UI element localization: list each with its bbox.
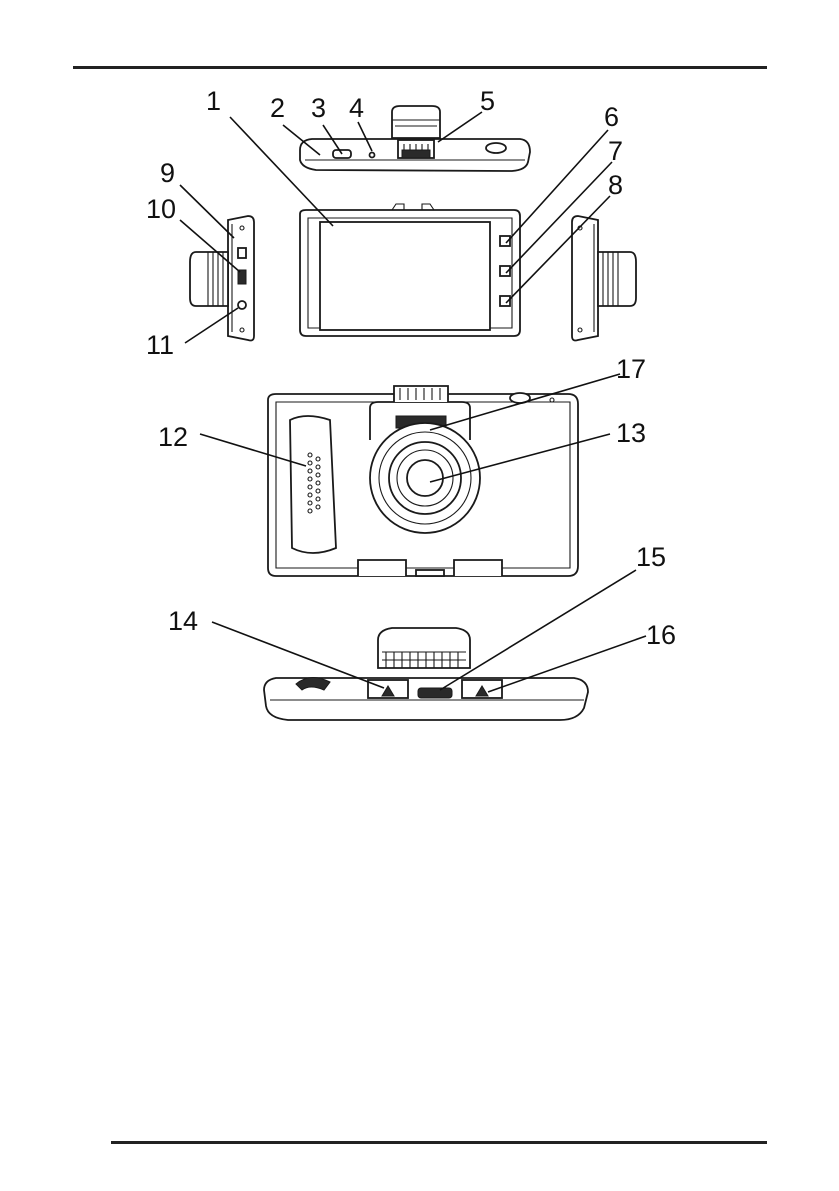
callout-4: 4 — [349, 93, 364, 123]
callout-15: 15 — [636, 542, 666, 572]
callout-9: 9 — [160, 158, 175, 188]
rear-view — [268, 386, 578, 576]
callout-11: 11 — [146, 330, 174, 360]
callout-13: 13 — [616, 418, 646, 448]
front-view — [300, 204, 520, 336]
callout-10: 10 — [146, 194, 176, 224]
hdmi-port — [418, 688, 452, 698]
callout-1: 1 — [206, 86, 221, 116]
dashcam-parts-diagram: 1 2 3 4 5 6 7 8 9 10 11 12 13 14 15 16 1… — [0, 0, 839, 760]
right-side-view — [572, 216, 636, 341]
callout-17: 17 — [616, 354, 646, 384]
callout-2: 2 — [270, 93, 285, 123]
top-view — [300, 106, 530, 171]
callout-14: 14 — [168, 606, 198, 636]
av-port — [238, 301, 246, 309]
callout-16: 16 — [646, 620, 676, 650]
callout-12: 12 — [158, 422, 188, 452]
reset-hole — [370, 153, 375, 158]
footer-rule — [111, 1141, 767, 1144]
speaker-grille — [290, 416, 336, 553]
callout-7: 7 — [608, 136, 623, 166]
callout-6: 6 — [604, 102, 619, 132]
callout-8: 8 — [608, 170, 623, 200]
callout-3: 3 — [311, 93, 326, 123]
callout-5: 5 — [480, 86, 495, 116]
lcd-screen — [320, 222, 490, 330]
left-side-view — [190, 216, 254, 341]
usb-port-side — [238, 248, 246, 258]
